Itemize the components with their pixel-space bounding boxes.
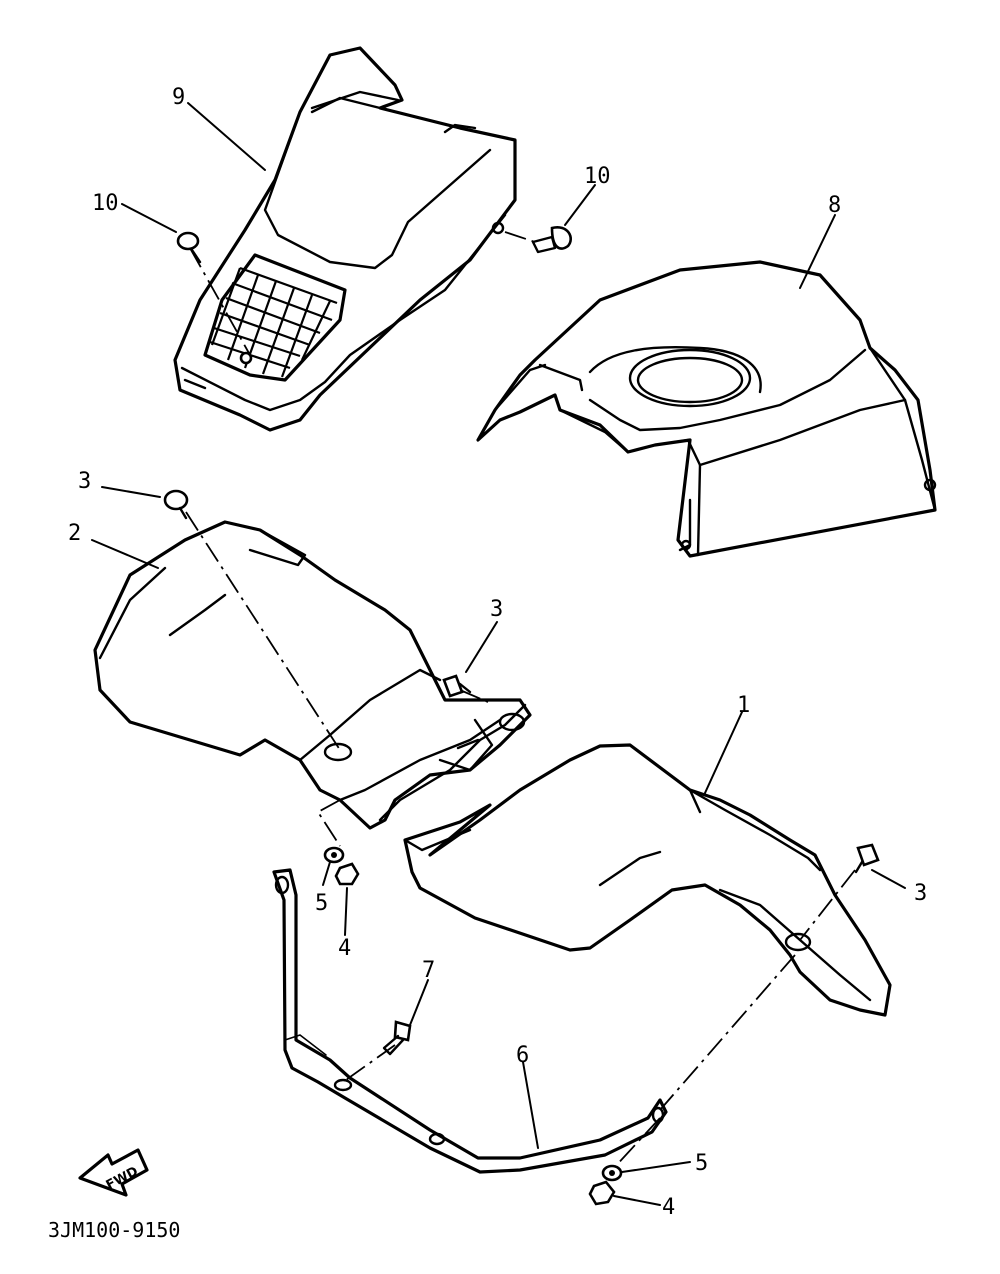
hardware <box>163 226 880 1206</box>
callout-3-right: 3 <box>914 881 927 906</box>
callout-10-left: 10 <box>92 191 119 216</box>
callout-9: 9 <box>172 85 185 110</box>
part-1-right-fender <box>403 743 892 1017</box>
callout-3-mid: 3 <box>490 597 503 622</box>
callout-labels: 9 10 10 8 3 2 3 1 3 5 4 7 6 5 4 <box>68 85 927 1220</box>
callout-4-left: 4 <box>338 936 351 961</box>
callout-4-right: 4 <box>662 1195 675 1220</box>
callout-5-right: 5 <box>695 1151 708 1176</box>
diagram-code: 3JM100-9150 <box>48 1218 180 1242</box>
leader-lines <box>91 102 906 1206</box>
bolt-3-top <box>163 489 189 520</box>
part-9-front-cover <box>173 46 517 432</box>
bolt-3-right <box>854 843 880 874</box>
nut-4-right <box>588 1180 616 1206</box>
bolt-3-mid <box>442 674 472 698</box>
bolt-10-right <box>531 226 572 254</box>
washer-5-right <box>601 1164 623 1182</box>
washer-5-left <box>323 846 345 864</box>
part-8-tank-cover <box>476 260 937 558</box>
callout-6: 6 <box>516 1043 529 1068</box>
bolt-10-left <box>176 231 202 264</box>
callout-3-top: 3 <box>78 469 91 494</box>
callout-7: 7 <box>422 958 435 983</box>
callout-1: 1 <box>737 693 750 718</box>
nut-4-left <box>334 862 360 886</box>
part-2-left-fender <box>93 520 532 830</box>
fwd-arrow-icon: FWD <box>78 1148 149 1197</box>
callout-2: 2 <box>68 521 81 546</box>
callout-10-right: 10 <box>584 164 611 189</box>
callout-5-left: 5 <box>315 891 328 916</box>
bolt-7 <box>382 1020 412 1056</box>
callout-8: 8 <box>828 193 841 218</box>
